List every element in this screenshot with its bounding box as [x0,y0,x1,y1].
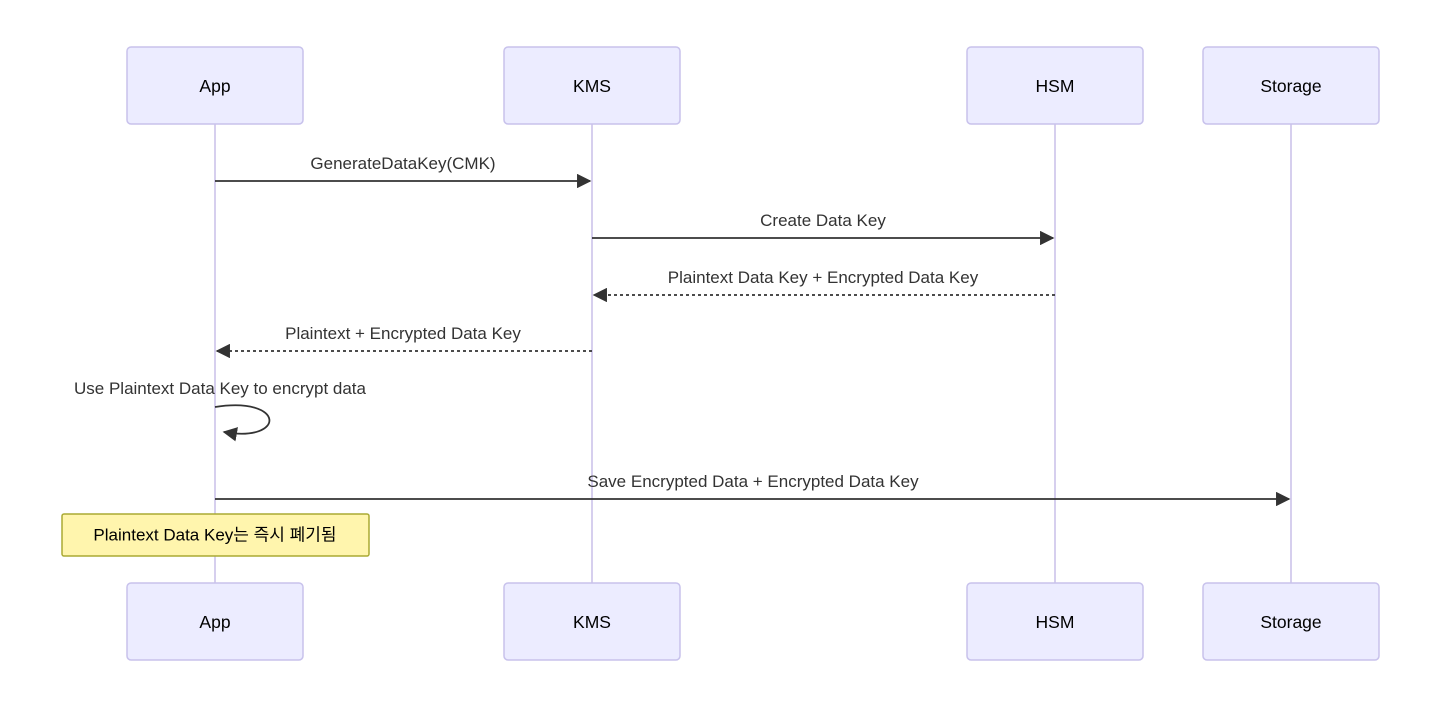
actor-label-hsm: HSM [1036,76,1075,96]
message-label: GenerateDataKey(CMK) [310,154,495,173]
actor-label-app: App [199,76,230,96]
actor-box [1202,46,1380,125]
actor-box [126,46,304,125]
actor-label-kms: KMS [573,76,611,96]
actor-box [966,582,1144,661]
actor-label-app: App [199,612,230,632]
message-label: Save Encrypted Data + Encrypted Data Key [587,472,919,491]
actor-top-kms: KMS [503,46,681,125]
actor-top-hsm: HSM [966,46,1144,125]
actor-label-kms: KMS [573,612,611,632]
message-label: Plaintext Data Key + Encrypted Data Key [668,268,979,287]
message-self-encrypt-data: Use Plaintext Data Key to encrypt data [74,379,367,442]
actor-top-app: App [126,46,304,125]
actor-box [1202,582,1380,661]
actor-bottom-storage: Storage [1202,582,1380,661]
actor-box [966,46,1144,125]
actor-label-storage: Storage [1260,76,1321,96]
actor-box [126,582,304,661]
message-return-plaintext-plus-encrypted: Plaintext + Encrypted Data Key [215,324,592,359]
note-box [61,513,370,557]
note-plaintext-key-discarded: Plaintext Data Key는 즉시 폐기됨 [61,513,370,557]
actor-label-hsm: HSM [1036,612,1075,632]
message-label: Plaintext + Encrypted Data Key [285,324,521,343]
note-label: Plaintext Data Key는 즉시 폐기됨 [93,526,336,545]
message-label: Create Data Key [760,211,886,230]
actor-label-storage: Storage [1260,612,1321,632]
actor-top-storage: Storage [1202,46,1380,125]
actor-box [503,582,681,661]
message-label: Use Plaintext Data Key to encrypt data [74,379,367,398]
actor-box [503,46,681,125]
actor-bottom-kms: KMS [503,582,681,661]
message-save-encrypted-data: Save Encrypted Data + Encrypted Data Key [215,472,1291,507]
actor-bottom-hsm: HSM [966,582,1144,661]
actor-bottom-app: App [126,582,304,661]
message-generate-data-key: GenerateDataKey(CMK) [215,154,592,189]
message-create-data-key: Create Data Key [592,211,1055,246]
self-loop-arrow [214,404,271,442]
lifelines [214,124,1292,583]
message-return-plaintext-encrypted-key: Plaintext Data Key + Encrypted Data Key [592,268,1055,303]
